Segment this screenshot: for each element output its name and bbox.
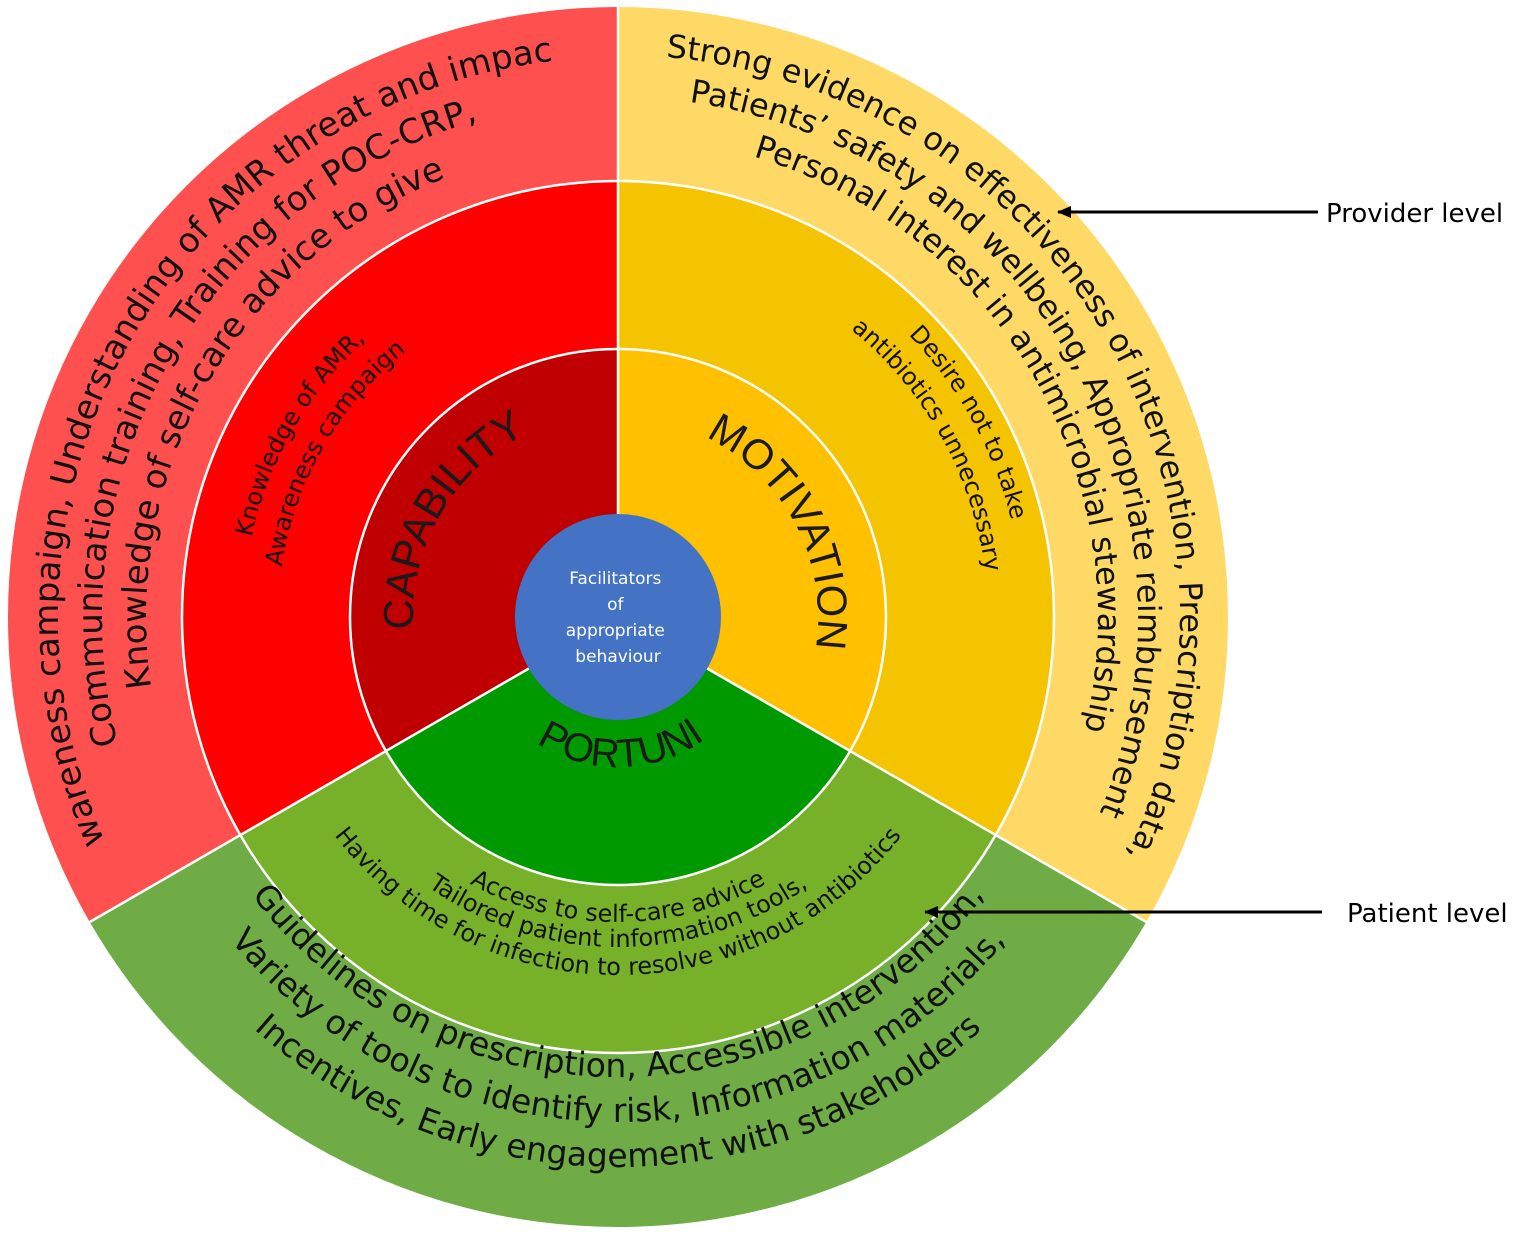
divider-lower-left	[89, 667, 530, 924]
opportunity-core	[385, 617, 851, 885]
ring-borders	[89, 7, 1147, 1055]
center-line-1: Facilitators	[569, 569, 661, 589]
opportunity-provider-ring	[89, 835, 1147, 1228]
capability-patient-ring	[181, 181, 618, 835]
divider-lower-right	[706, 667, 1147, 924]
capability-provider-ring	[7, 7, 618, 922]
opportunity-patient-ring	[240, 751, 996, 1054]
center-line-4: behaviour	[575, 647, 660, 667]
provider-level-label: Provider level	[1326, 199, 1503, 229]
center-circle	[515, 514, 721, 720]
center-line-3: appropriate	[566, 621, 665, 641]
wedges-group	[7, 7, 1229, 1228]
center-label: Facilitators of appropriate behaviour	[566, 569, 670, 667]
motivation-patient-ring	[618, 180, 1055, 835]
center-line-2: of	[607, 595, 624, 615]
patient-level-label: Patient level	[1347, 899, 1508, 929]
motivation-provider-ring	[618, 7, 1229, 922]
